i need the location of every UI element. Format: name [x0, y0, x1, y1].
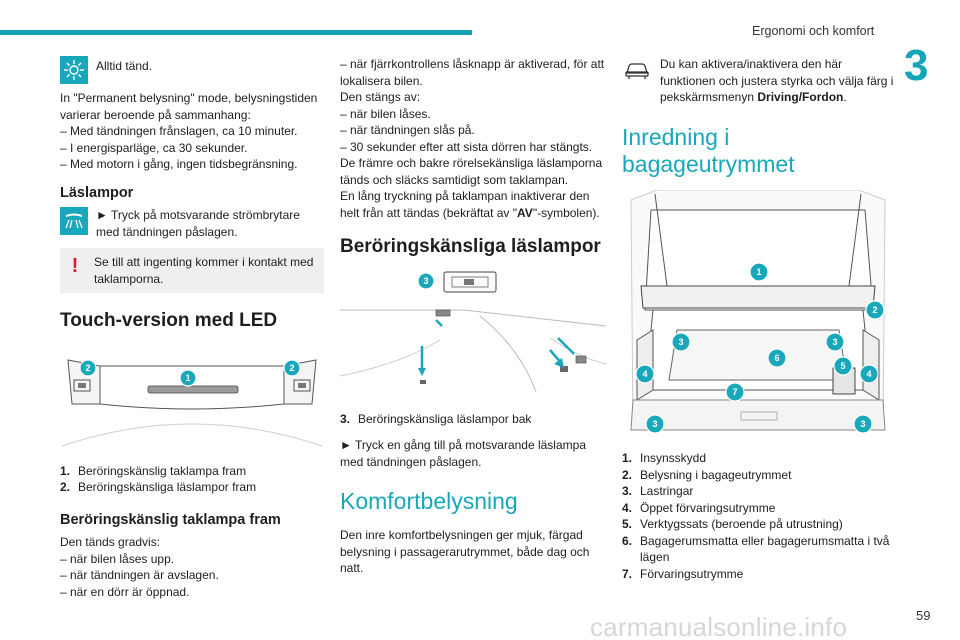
comfort-text: Den inre komfortbelysningen ger mjuk, fä… — [340, 528, 590, 575]
body-text: De främre och bakre rörelsekänsliga läsl… — [340, 156, 603, 187]
callout-marker — [417, 272, 435, 290]
permanent-item: – Med tändningen frånslagen, ca 10 minut… — [60, 124, 298, 138]
callout-number: 5 — [840, 361, 845, 371]
info-row: Du kan aktivera/inaktivera den här funkt… — [622, 56, 894, 106]
trunk-legend: 1.Insynsskydd 2.Belysning i bagageutrymm… — [622, 450, 894, 582]
callout-marker — [283, 359, 301, 377]
callout-marker — [853, 413, 873, 434]
callout-marker — [825, 331, 845, 352]
callout-number: 3 — [678, 337, 683, 347]
callout-number: 4 — [642, 369, 647, 379]
info-text: Du kan aktivera/inaktivera den här funkt… — [660, 57, 894, 104]
touch-legend: 1. Beröringskänslig taklampa fram 2. Ber… — [60, 463, 324, 496]
callout-marker — [833, 355, 853, 376]
rear-text: ► Tryck en gång till på motsvarande läsl… — [340, 438, 586, 469]
car-icon — [622, 56, 652, 84]
legend-item: 2.Belysning i bagageutrymmet — [622, 467, 792, 482]
callout-number: 1 — [185, 373, 190, 383]
callout-number: 2 — [872, 305, 877, 315]
front-intro: Den tänds gradvis: — [60, 535, 161, 549]
callout-number: 3 — [652, 419, 657, 429]
callout-marker — [859, 363, 879, 384]
reading-lamp-icon — [60, 207, 88, 235]
callout-number: 4 — [866, 369, 871, 379]
callout-marker — [179, 369, 197, 387]
legend-item: 2. Beröringskänsliga läslampor fram — [60, 480, 257, 494]
permanent-intro: In "Permanent belysning" mode, belysning… — [60, 91, 318, 122]
section-title-touch-led: Touch-version med LED — [60, 310, 278, 331]
body-text: – när fjärrkontrollens låsknapp är aktiv… — [340, 57, 605, 88]
laslampor-row: ► Tryck på motsvarande strömbrytare med … — [60, 207, 324, 240]
callout-marker — [645, 413, 665, 434]
page-number: 59 — [916, 608, 931, 623]
legend-item: 6.Bagagerumsmatta eller bagagerumsmatta … — [622, 533, 890, 565]
long-press-text: En lång tryckning på taklampan inaktiver… — [340, 189, 600, 220]
callout-number: 2 — [289, 363, 294, 373]
callout-marker — [635, 363, 655, 384]
header-accent-bar — [0, 30, 472, 35]
watermark: carmanualsonline.info — [590, 612, 848, 640]
illustration-rear-lamps: 3 — [339, 268, 607, 396]
section-title-rear-lamps: Beröringskänsliga läslampor — [340, 236, 601, 257]
callout-marker — [671, 331, 691, 352]
callout-number: 6 — [774, 353, 779, 363]
warning-text: Se till att ingenting kommer i kontakt m… — [94, 255, 314, 286]
legend-item: 3.Lastringar — [622, 484, 694, 498]
permanent-item: – Med motorn i gång, ingen tidsbegränsni… — [60, 157, 298, 171]
body-text: – när bilen låses. — [340, 106, 431, 121]
callout-number: 7 — [732, 387, 737, 397]
legend-item: 1.Insynsskydd — [622, 451, 707, 465]
section-title-laslampor: Läslampor — [60, 184, 134, 201]
chapter-title: Ergonomi och komfort — [752, 24, 875, 38]
laslampor-text: ► Tryck på motsvarande strömbrytare med … — [96, 208, 300, 239]
legend-item: 4.Öppet förvaringsutrymme — [622, 500, 776, 515]
section-title-front-touch: Beröringskänslig taklampa fram — [60, 511, 281, 528]
legend-item: 5.Verktygssats (beroende på utrustning) — [622, 517, 843, 531]
callout-number: 3 — [423, 276, 428, 286]
callout-number: 1 — [756, 267, 761, 277]
column-2: – när fjärrkontrollens låsknapp är aktiv… — [339, 56, 607, 577]
front-item: – när bilen låses upp. — [60, 551, 175, 566]
body-text: Den stängs av: — [340, 90, 421, 104]
always-on-text: Alltid tänd. — [96, 59, 153, 73]
always-on-row: Alltid tänd. — [60, 56, 324, 84]
column-3: Du kan aktivera/inaktivera den här funkt… — [622, 56, 894, 582]
front-item: – när en dörr är öppnad. — [60, 584, 190, 599]
warning-box: ! Se till att ingenting kommer i kontakt… — [60, 248, 324, 293]
permanent-item: – I energisparläge, ca 30 sekunder. — [60, 140, 248, 155]
callout-marker — [865, 299, 885, 320]
legend-item: 3. Beröringskänsliga läslampor bak — [340, 411, 532, 426]
callout-marker — [79, 359, 97, 377]
callout-marker — [725, 381, 745, 402]
warning-icon: ! — [71, 255, 79, 277]
section-title-comfort: Komfortbelysning — [340, 488, 518, 514]
illustration-trunk: 1 2 3 3 4 5 4 6 7 3 3 — [622, 189, 894, 434]
column-1: Alltid tänd. In "Permanent belysning" mo… — [60, 56, 324, 600]
legend-item: 7.Förvaringsutrymme — [622, 566, 744, 581]
illustration-touch-led: 2 1 2 — [60, 342, 324, 450]
callout-number: 3 — [860, 419, 865, 429]
front-item: – när tändningen är avslagen. — [60, 568, 219, 582]
legend-item: 1. Beröringskänslig taklampa fram — [60, 463, 247, 478]
body-text: – 30 sekunder efter att sista dörren har… — [340, 139, 593, 154]
body-text: – när tändningen slås på. — [340, 123, 475, 137]
callout-marker — [767, 347, 787, 368]
callout-number: 2 — [85, 363, 90, 373]
section-title-trunk: Inredning i bagageutrymmet — [622, 123, 795, 177]
sun-icon — [60, 56, 88, 84]
chapter-number: 3 — [904, 41, 929, 90]
callout-marker — [749, 261, 769, 282]
callout-number: 3 — [832, 337, 837, 347]
